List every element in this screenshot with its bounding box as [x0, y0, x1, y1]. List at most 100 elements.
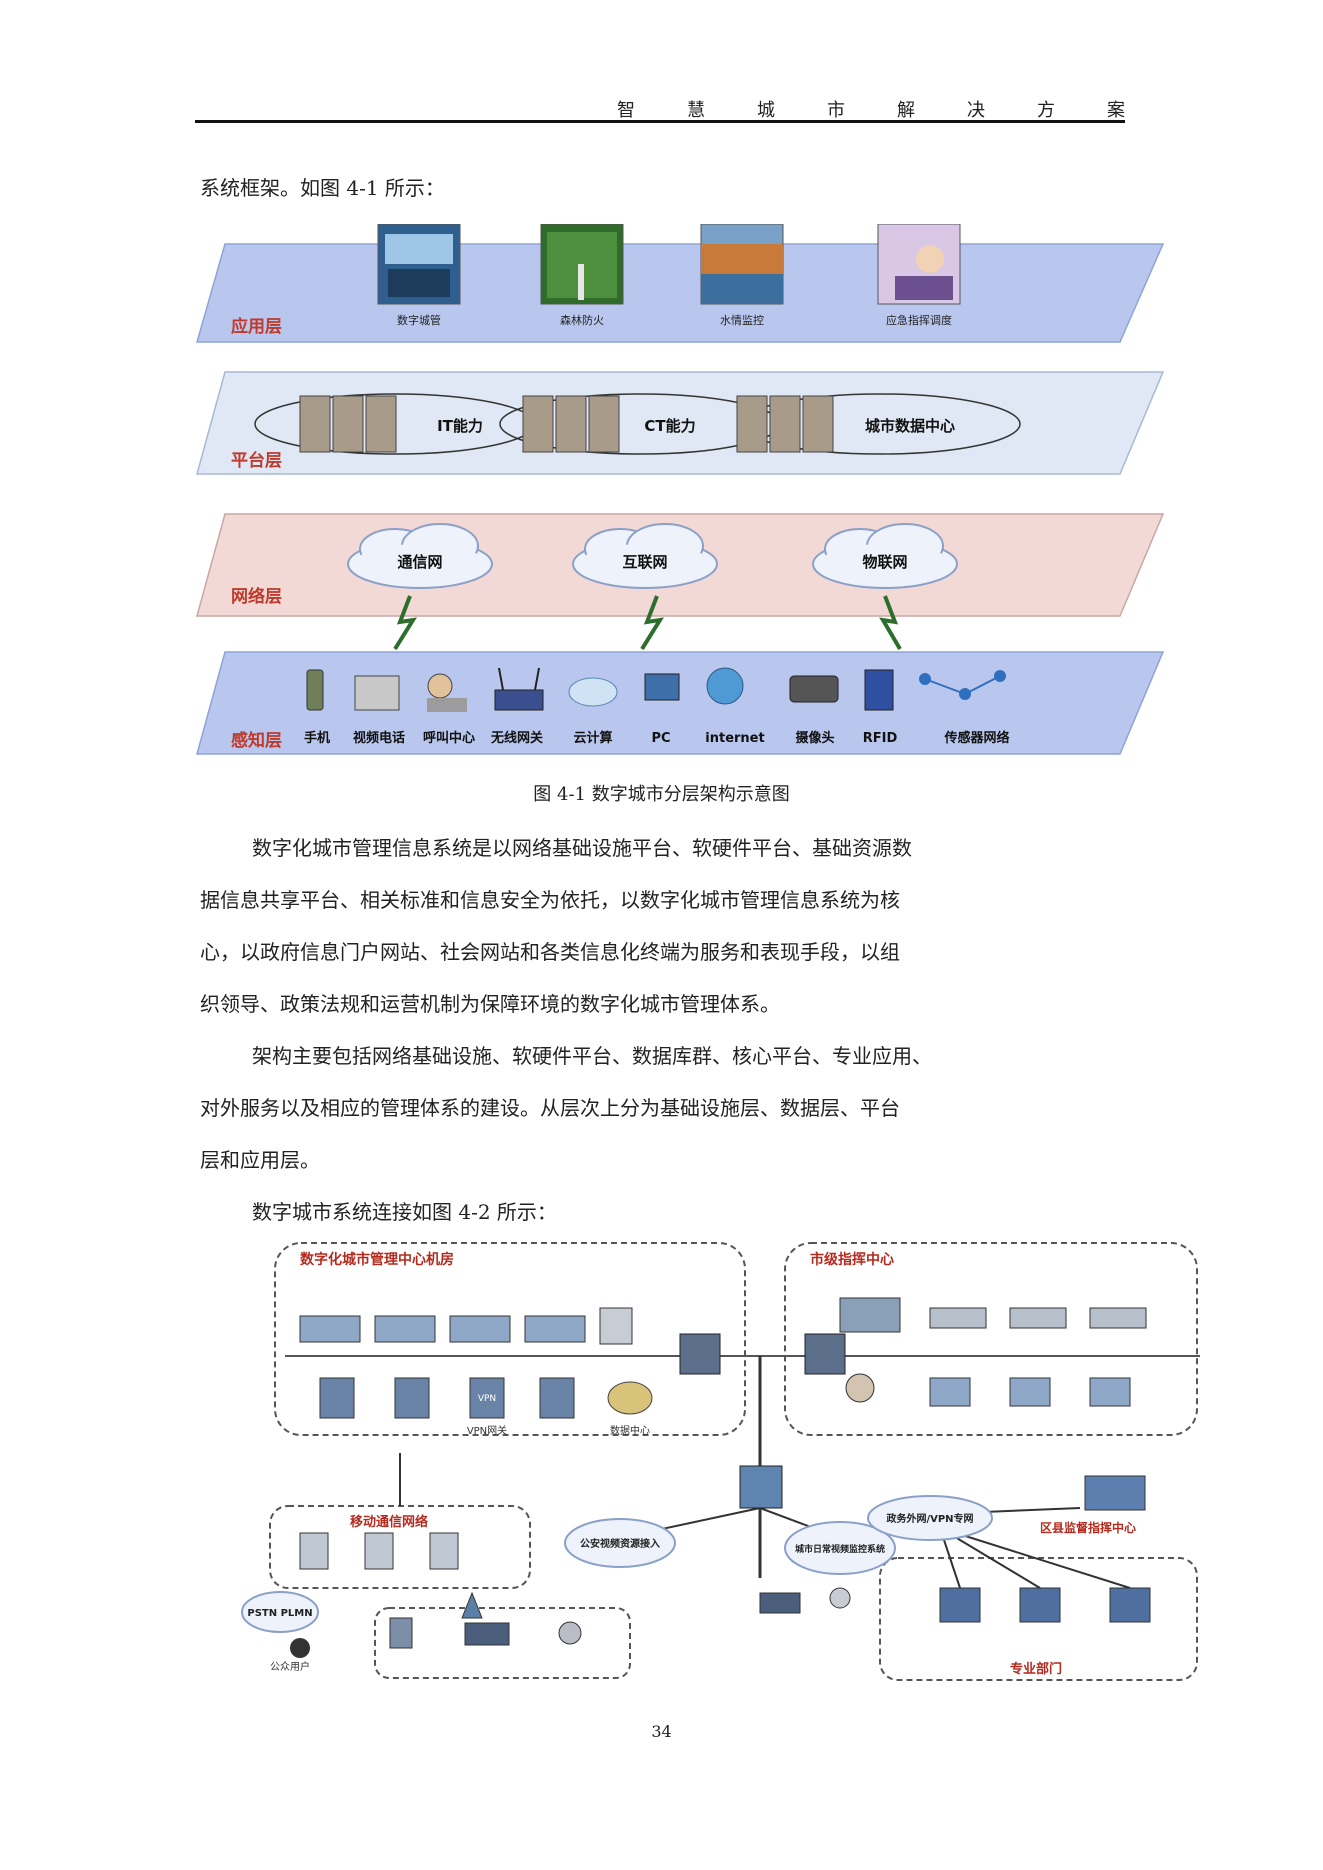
paragraph-line: 数字化城市管理信息系统是以网络基础设施平台、软硬件平台、基础资源数 — [252, 836, 912, 860]
intro-line: 系统框架。如图 4-1 所示： — [200, 176, 445, 200]
header-rule — [195, 120, 1125, 123]
app-photo-forest-fire — [540, 224, 624, 305]
platform-it-capability: IT能力 — [254, 393, 536, 455]
header-char: 智 — [617, 100, 635, 121]
perception-label: 视频电话 — [353, 730, 405, 746]
cloud-icon — [241, 1591, 319, 1633]
firewall-icon — [804, 1333, 846, 1375]
paragraph: 架构主要包括网络基础设施、软硬件平台、数据库群、核心平台、专业应用、 对外服务以… — [200, 1030, 1080, 1186]
device-label: 数据中心 — [610, 1424, 650, 1437]
layer-label: 网络层 — [231, 586, 282, 607]
user-icon — [290, 1638, 310, 1658]
perception-label: 呼叫中心 — [423, 730, 475, 746]
call-center-icon — [427, 673, 453, 699]
firewall-icon — [679, 1333, 721, 1375]
perception-label: 无线网关 — [490, 730, 543, 746]
paragraph: 数字化城市管理信息系统是以网络基础设施平台、软硬件平台、基础资源数 据信息共享平… — [200, 822, 1080, 1030]
perception-label: internet — [705, 731, 764, 746]
pc-icon — [644, 673, 680, 701]
cloud-icon — [784, 1521, 896, 1575]
platform-city-data-center: 城市数据中心 — [736, 393, 1021, 455]
app-photo-urban-management — [377, 224, 461, 305]
layer-plane-perception — [196, 651, 1165, 755]
app-photo-water-monitoring — [700, 224, 784, 305]
server-icon — [929, 1307, 987, 1329]
sensor-network-icon — [919, 670, 1006, 700]
vpn-gateway-icon — [469, 1377, 505, 1419]
building-icon — [1109, 1587, 1151, 1623]
cloud-label: 城市日常视频监控系统 — [795, 1543, 885, 1555]
perception-label: PC — [651, 731, 670, 746]
server-icon — [364, 1532, 394, 1570]
device-label: VPN网关 — [467, 1424, 507, 1437]
tower-icon — [461, 1591, 483, 1619]
app-item-label: 森林防火 — [560, 313, 604, 327]
backbone-line — [939, 1527, 1131, 1589]
pc-icon — [1009, 1377, 1051, 1407]
app-item-label: 数字城管 — [397, 313, 441, 327]
paragraph-line: 架构主要包括网络基础设施、软硬件平台、数据库群、核心平台、专业应用、 — [252, 1044, 932, 1068]
paragraph-line: 对外服务以及相应的管理体系的建设。从层次上分为基础设施层、数据层、平台 — [200, 1096, 900, 1120]
cloud-icon: 物联网 — [812, 523, 958, 589]
pc-icon — [929, 1377, 971, 1407]
zone-title: 数字化城市管理中心机房 — [300, 1251, 454, 1268]
figure-4-2: 数字化城市管理中心机房 市级指挥中心 移动通信网络 专业部门 VPN VPN网关… — [241, 1242, 1200, 1681]
figure-4-1: 应用层 平台层 网络层 感知层 数字城管 森林防火 水情监控 应急指挥调度 IT… — [196, 224, 1165, 755]
cloud-label: 政务外网/VPN专网 — [886, 1512, 973, 1525]
cloud-icon — [867, 1495, 993, 1541]
vehicle-icon — [759, 1592, 801, 1614]
antenna-icon — [498, 667, 504, 691]
paragraph-line: 织领导、政策法规和运营机制为保障环境的数字化城市管理体系。 — [200, 992, 780, 1016]
internet-icon — [706, 667, 744, 705]
paragraph-line: 心，以政府信息门户网站、社会网站和各类信息化终端为服务和表现手段，以组 — [200, 940, 900, 964]
device-label: 公众用户 — [270, 1660, 310, 1673]
camera-icon — [829, 1587, 851, 1609]
wireless-gateway-icon — [494, 689, 544, 711]
network-label: 互联网 — [622, 553, 667, 571]
server-icon — [449, 1315, 511, 1343]
sensor-icon — [558, 1621, 582, 1645]
camera-icon — [789, 675, 839, 703]
core-switch-icon — [739, 1465, 783, 1509]
perception-label: 传感器网络 — [943, 730, 1009, 746]
perception-label: RFID — [863, 731, 898, 746]
zone-title: 专业部门 — [1010, 1661, 1062, 1677]
header-char: 解 — [897, 100, 915, 121]
server-icon — [299, 1532, 329, 1570]
header-char: 慧 — [687, 100, 705, 121]
layer-plane-application — [196, 243, 1165, 343]
lightning-icon — [393, 595, 417, 651]
platform-label: CT能力 — [644, 417, 695, 435]
server-icon — [394, 1377, 430, 1419]
header-char: 城 — [757, 100, 775, 121]
rfid-icon — [864, 669, 894, 711]
app-photo-emergency-command — [877, 224, 961, 305]
phone-icon — [306, 669, 324, 711]
perception-label: 云计算 — [573, 730, 612, 746]
perception-label: 手机 — [304, 730, 330, 746]
antenna-icon — [534, 667, 540, 691]
alert-icon — [539, 1377, 575, 1419]
layer-label: 感知层 — [231, 730, 282, 751]
server-icon — [1009, 1307, 1067, 1329]
building-icon — [1019, 1587, 1061, 1623]
server-icon — [374, 1315, 436, 1343]
cloud-computing-icon — [568, 677, 618, 707]
app-item-label: 水情监控 — [720, 313, 764, 327]
platform-label: IT能力 — [437, 417, 483, 435]
figure-caption: 图 4-1 数字城市分层架构示意图 — [533, 784, 790, 805]
handheld-icon — [389, 1617, 413, 1649]
platform-label: 城市数据中心 — [865, 417, 955, 435]
server-icon — [319, 1377, 355, 1419]
vpn-label: VPN — [478, 1394, 496, 1404]
pc-icon — [1089, 1377, 1131, 1407]
server-icon — [524, 1315, 586, 1343]
zone-departments — [879, 1557, 1198, 1681]
server-icon — [299, 1315, 361, 1343]
cloud-label: 公安视频资源接入 — [580, 1537, 660, 1550]
server-icon — [1089, 1307, 1147, 1329]
server-icon — [429, 1532, 459, 1570]
pstn-label: PSTN PLMN — [247, 1608, 312, 1619]
cloud-icon — [564, 1518, 676, 1568]
video-wall-icon — [839, 1297, 901, 1333]
